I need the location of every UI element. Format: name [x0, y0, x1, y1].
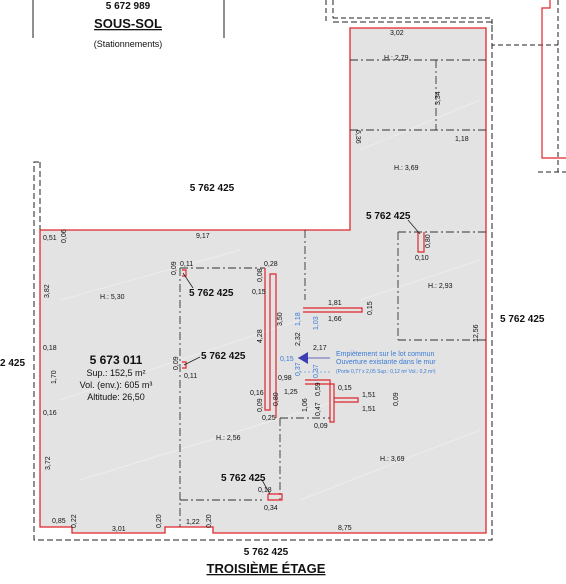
dimension: 1,51: [362, 392, 376, 399]
dimension: 0,20: [206, 514, 213, 528]
main-lot-info: 5 673 011 Sup.: 152,5 m² Vol. (env.): 60…: [80, 353, 153, 402]
height-label: H.: 3,69: [394, 165, 419, 172]
dimension: 3,02: [390, 30, 404, 37]
dimension: 1,03: [313, 316, 320, 330]
dimension: 0,25: [262, 415, 276, 422]
dimension: 2,32: [295, 332, 302, 346]
dimension: 0,11: [184, 373, 197, 380]
dimension: 0,18: [258, 487, 272, 494]
header-text: 5 672 989 SOUS-SOL (Stationnements): [94, 1, 163, 49]
dimension: 12,56: [473, 324, 480, 342]
dimension: 1,25: [284, 389, 298, 396]
bottom-neighbour-lot: 5 762 425: [244, 547, 289, 558]
dimension: 1,81: [328, 300, 342, 307]
note-line-1: Empiètement sur le lot commun: [336, 351, 435, 358]
upper-neighbour-lot: 5 762 425: [190, 183, 235, 194]
dimension: 0,80: [425, 234, 432, 248]
dimension: 3,01: [112, 526, 126, 533]
dimension: 1,18: [295, 312, 302, 326]
dimension: 0,37: [313, 364, 320, 378]
dimension: 0,47: [315, 402, 322, 416]
basement-subtitle: (Stationnements): [94, 39, 163, 49]
dimension: 0,09: [393, 392, 400, 406]
upper-neighbour-outline: [32, 0, 566, 173]
dimension: 3,82: [44, 284, 51, 298]
dimension: 9,17: [196, 233, 210, 240]
dimension: 0,15: [280, 356, 294, 363]
dimension: 0,08: [257, 268, 264, 282]
dimension: 8,75: [338, 525, 352, 532]
height-label: H.: 5,30: [100, 294, 125, 301]
interior-lot-c: 5 762 425: [366, 211, 411, 222]
dimension: 1,51: [362, 406, 376, 413]
footer-text: 5 762 425 TROISIÈME ÉTAGE: [207, 547, 326, 576]
interior-lot-b: 5 762 425: [201, 351, 246, 362]
right-red-fragment: [541, 0, 566, 159]
note-line-2: Ouverture existante dans le mur: [336, 359, 436, 366]
basement-title: SOUS-SOL: [94, 16, 162, 31]
dimension-labels: 3,02 3,34 6,36 1,18 9,17 0,51 0,06 0,80 …: [43, 30, 480, 533]
left-neighbour-lot: 2 425: [0, 358, 25, 369]
dimension: 0,09: [257, 398, 264, 412]
dimension: 1,66: [328, 316, 342, 323]
dimension: 0,09: [173, 356, 180, 370]
top-lot-number: 5 672 989: [106, 1, 151, 12]
dimension: 1,18: [455, 136, 469, 143]
main-lot-volume: Vol. (env.): 605 m³: [80, 380, 153, 390]
dimension: 0,15: [338, 385, 352, 392]
encroachment-marker: [298, 352, 332, 373]
dimension: 0,20: [156, 514, 163, 528]
leader-lines: [182, 219, 421, 495]
interior-walls: [182, 232, 425, 501]
dimension: 3,50: [277, 312, 284, 326]
dimension: 0,15: [252, 289, 266, 296]
dimension: 0,28: [264, 261, 278, 268]
dimension: 0,11: [180, 261, 193, 268]
height-label: H.: 3,69: [380, 456, 405, 463]
dimension: 0,85: [52, 518, 66, 525]
dimension: 6,36: [354, 130, 361, 144]
dimension: 3,34: [435, 91, 442, 105]
height-label: H.: 2,79: [384, 55, 409, 62]
interior-lot-d: 5 762 425: [221, 473, 266, 484]
note-line-3: (Porte 0,77 x 2,05 Sup.: 0,12 m² Vol.: 0…: [336, 369, 436, 375]
height-label: H.: 2,56: [216, 435, 241, 442]
lot-envelope-dashed: [33, 21, 493, 541]
dimension: 0,80: [273, 392, 280, 406]
main-lot-area: [39, 27, 487, 534]
main-lot-altitude: Altitude: 26,50: [87, 392, 145, 402]
interior-lot-a: 5 762 425: [189, 288, 234, 299]
dimension: 0,16: [250, 390, 264, 397]
dimension: 0,16: [43, 410, 57, 417]
dimension: 0,10: [415, 255, 429, 262]
dimension: 1,22: [186, 519, 200, 526]
main-lot-surface: Sup.: 152,5 m²: [86, 368, 145, 378]
dimension: 0,51: [43, 235, 57, 242]
dimension: 0,18: [43, 345, 57, 352]
encroachment-note: Empiètement sur le lot commun Ouverture …: [336, 351, 436, 375]
dimension: 0,22: [71, 514, 78, 528]
height-label: H.: 2,93: [428, 283, 453, 290]
dimension: 4,28: [257, 329, 264, 343]
dimension: 1,70: [51, 370, 58, 384]
right-neighbour-lot: 5 762 425: [500, 314, 545, 325]
dimension: 0,15: [367, 301, 374, 315]
height-labels: H.: 2,79 H.: 3,69 H.: 5,30 H.: 2,93 H.: …: [100, 55, 453, 463]
dimension: 0,09: [314, 423, 328, 430]
dimension: 0,59: [315, 382, 322, 396]
dimension: 1,06: [302, 398, 309, 412]
main-lot-number: 5 673 011: [90, 353, 143, 367]
dimension: 0,09: [171, 261, 178, 275]
level-title: TROISIÈME ÉTAGE: [207, 561, 326, 576]
dimension: 0,98: [278, 375, 292, 382]
dimension: 0,34: [264, 505, 278, 512]
dimension: 2,17: [313, 345, 327, 352]
dimension: 3,72: [45, 456, 52, 470]
dimension: 0,06: [61, 229, 68, 243]
dimension: 0,37: [295, 362, 302, 376]
interior-division-lines: [179, 59, 486, 527]
